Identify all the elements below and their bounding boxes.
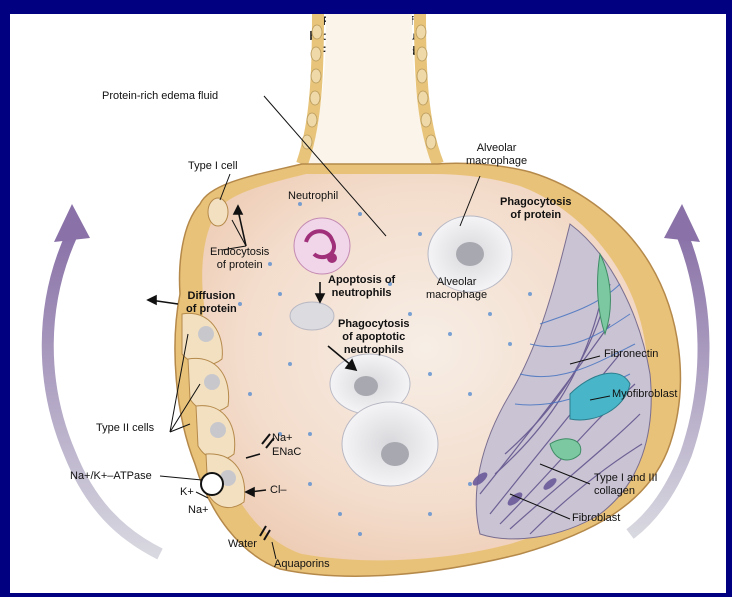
label-na-plus: Na+ bbox=[272, 432, 293, 445]
neutrophil-shape bbox=[294, 218, 350, 274]
label-endocytosis-of-protein: Endocytosis of protein bbox=[210, 246, 269, 272]
label-diffusion-line1: Diffusion bbox=[186, 290, 237, 303]
label-phag-apop-line2: of apoptotic bbox=[338, 331, 410, 344]
label-protein-rich-edema-fluid: Protein-rich edema fluid bbox=[102, 90, 218, 103]
label-apoptosis-line2: neutrophils bbox=[328, 287, 395, 300]
label-phag-protein-line1: Phagocytosis bbox=[500, 196, 572, 209]
label-alv-mac-mid-line2: macrophage bbox=[426, 289, 487, 302]
type-i-cell-shape bbox=[208, 198, 228, 226]
label-na-k-atpase: Na+/K+–ATPase bbox=[70, 470, 152, 483]
label-alv-mac-top-line1: Alveolar bbox=[466, 142, 527, 155]
na-k-atpase-pump bbox=[201, 473, 223, 495]
label-alveolar-macrophage-mid: Alveolar macrophage bbox=[426, 276, 487, 302]
diagram-frame: Protein-rich edema fluid Repopulation of… bbox=[10, 14, 726, 593]
label-type-i-iii-collagen: Type I and III collagen bbox=[594, 472, 658, 498]
label-enac: ENaC bbox=[272, 446, 301, 459]
label-fibronectin: Fibronectin bbox=[604, 348, 658, 361]
label-phag-apop-line1: Phagocytosis bbox=[338, 318, 410, 331]
label-phag-apop-line3: neutrophils bbox=[338, 344, 410, 357]
label-aquaporins: Aquaporins bbox=[274, 558, 330, 571]
label-alveolar-macrophage-top: Alveolar macrophage bbox=[466, 142, 527, 168]
label-endocytosis-line1: Endocytosis bbox=[210, 246, 269, 259]
label-diffusion-of-protein: Diffusion of protein bbox=[186, 290, 237, 316]
bronchiole bbox=[300, 14, 440, 164]
label-k-plus: K+ bbox=[180, 486, 194, 499]
label-phagocytosis-apoptotic: Phagocytosis of apoptotic neutrophils bbox=[338, 318, 410, 357]
label-type-ii-cells: Type II cells bbox=[96, 422, 154, 435]
label-type-i-cell: Type I cell bbox=[188, 160, 238, 173]
label-alv-mac-top-line2: macrophage bbox=[466, 155, 527, 168]
label-phagocytosis-of-protein: Phagocytosis of protein bbox=[500, 196, 572, 222]
label-collagen-line1: Type I and III bbox=[594, 472, 658, 485]
label-apoptosis-line1: Apoptosis of bbox=[328, 274, 395, 287]
label-cl-minus: Cl– bbox=[270, 484, 287, 497]
label-fibroblast: Fibroblast bbox=[572, 512, 620, 525]
label-alv-mac-mid-line1: Alveolar bbox=[426, 276, 487, 289]
label-collagen-line2: collagen bbox=[594, 485, 658, 498]
label-na-plus-bottom: Na+ bbox=[188, 504, 209, 517]
label-myofibroblast: Myofibroblast bbox=[612, 388, 677, 401]
label-water: Water bbox=[228, 538, 257, 551]
left-curved-arrow bbox=[48, 204, 160, 554]
label-phag-protein-line2: of protein bbox=[500, 209, 572, 222]
label-apoptosis-of-neutrophils: Apoptosis of neutrophils bbox=[328, 274, 395, 300]
label-neutrophil: Neutrophil bbox=[288, 190, 338, 203]
label-diffusion-line2: of protein bbox=[186, 303, 237, 316]
label-endocytosis-line2: of protein bbox=[210, 259, 269, 272]
